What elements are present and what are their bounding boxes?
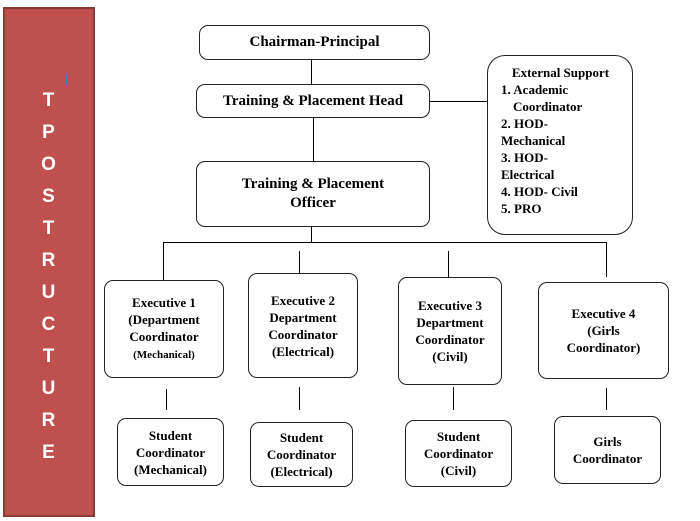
- connector-exec3-student: [453, 387, 454, 410]
- connector-bus-exec4: [606, 242, 607, 277]
- student-coordinator-electrical-label: Student Coordinator (Electrical): [266, 430, 337, 479]
- external-support-item: 5. PRO: [501, 201, 542, 216]
- external-support-item: 4. HOD- Civil: [501, 184, 578, 199]
- sidebar-letter: T: [42, 346, 56, 367]
- student-coordinator-civil-label: Student Coordinator (Civil): [423, 429, 494, 478]
- connector-exec2-student: [299, 387, 300, 410]
- placement-officer-box: Training & Placement Officer: [196, 161, 430, 227]
- sidebar-letter: R: [41, 410, 57, 431]
- placement-head-label: Training & Placement Head: [222, 92, 404, 109]
- sidebar-letter: C: [41, 314, 57, 335]
- external-support-item: Electrical: [501, 167, 555, 182]
- external-support-item: 1. Academic: [501, 82, 569, 97]
- sidebar-letter: T: [42, 218, 56, 239]
- executive-1-label: Executive 1 (Department Coordinator: [128, 295, 200, 344]
- chairman-principal-box: Chairman-Principal: [199, 25, 430, 60]
- connector-chairman-head: [311, 60, 312, 85]
- executive-3-label: Executive 3 Department Coordinator (Civi…: [415, 298, 485, 364]
- executive-1-box: Executive 1 (Department Coordinator (Mec…: [104, 280, 224, 378]
- sidebar-letters: T P O S T R U C T U R E: [5, 85, 93, 469]
- connector-bus: [163, 242, 607, 243]
- sidebar-letter: T: [42, 90, 56, 111]
- external-support-title: External Support: [511, 65, 610, 80]
- executive-4-box: Executive 4 (Girls Coordinator): [538, 282, 669, 379]
- sidebar-letter: E: [42, 442, 56, 463]
- sidebar-letter: U: [41, 282, 57, 303]
- connector-bus-exec1: [163, 242, 164, 280]
- external-support-item: 3. HOD-: [501, 150, 548, 165]
- executive-4-label: Executive 4 (Girls Coordinator): [566, 306, 641, 355]
- connector-officer-bus: [311, 227, 312, 242]
- text-cursor-mark: [66, 74, 67, 85]
- external-support-box: External Support 1. Academic Coordinator…: [487, 55, 633, 235]
- girls-coordinator-label: Girls Coordinator: [572, 434, 643, 466]
- placement-head-box: Training & Placement Head: [196, 84, 430, 118]
- connector-head-officer: [313, 118, 314, 162]
- student-coordinator-civil-box: Student Coordinator (Civil): [405, 420, 512, 487]
- connector-bus-exec3: [448, 251, 449, 277]
- executive-2-label: Executive 2 Department Coordinator (Elec…: [268, 292, 338, 359]
- executive-3-box: Executive 3 Department Coordinator (Civi…: [398, 277, 502, 385]
- student-coordinator-electrical-box: Student Coordinator (Electrical): [250, 422, 353, 487]
- connector-bus-exec2: [299, 251, 300, 273]
- sidebar-letter: R: [41, 250, 57, 271]
- connector-exec1-student: [166, 389, 167, 410]
- external-support-item: Coordinator: [513, 99, 583, 114]
- student-coordinator-mechanical-label: Student Coordinator (Mechanical): [134, 427, 207, 477]
- connector-head-external: [430, 101, 487, 102]
- sidebar-letter: S: [42, 186, 56, 207]
- sidebar-letter: P: [42, 122, 56, 143]
- external-support-item: 2. HOD-: [501, 116, 548, 131]
- sidebar-letter: O: [41, 154, 57, 175]
- external-support-item: Mechanical: [501, 133, 566, 148]
- girls-coordinator-box: Girls Coordinator: [554, 416, 661, 484]
- sidebar-letter: U: [41, 378, 57, 399]
- structure-sidebar: T P O S T R U C T U R E: [3, 7, 95, 517]
- student-coordinator-mechanical-box: Student Coordinator (Mechanical): [117, 418, 224, 486]
- connector-exec4-student: [606, 388, 607, 410]
- executive-2-box: Executive 2 Department Coordinator (Elec…: [248, 273, 358, 378]
- chairman-principal-label: Chairman-Principal: [249, 34, 380, 50]
- placement-officer-label: Training & Placement Officer: [241, 176, 385, 211]
- executive-1-department: (Mechanical): [133, 349, 195, 361]
